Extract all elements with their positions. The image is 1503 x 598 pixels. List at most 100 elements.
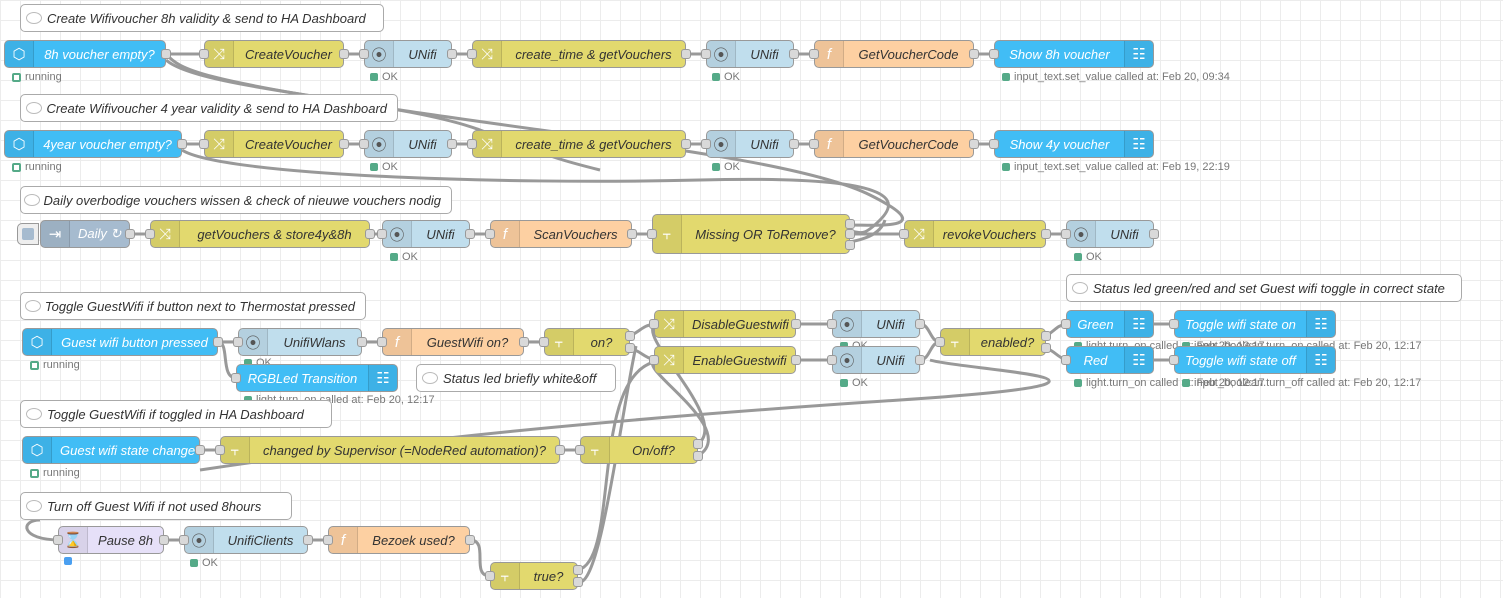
input-port[interactable]: [701, 139, 711, 149]
node-changed-by-supervisor[interactable]: ⫟ changed by Supervisor (=NodeRed automa…: [215, 436, 565, 464]
output-port[interactable]: [625, 331, 635, 341]
output-port[interactable]: [365, 229, 375, 239]
input-port[interactable]: [1061, 355, 1071, 365]
node-daily-inject[interactable]: ⇥ Daily ↻: [17, 220, 135, 248]
node-unifi-daily-2[interactable]: ⦿ UNifi: [1061, 220, 1159, 248]
node-on-switch[interactable]: ⫟ on?: [539, 328, 635, 356]
node-guest-wifi-state-change[interactable]: ⬡ Guest wifi state change: [22, 436, 205, 464]
input-port[interactable]: [575, 445, 585, 455]
inject-button[interactable]: [17, 223, 39, 245]
input-port[interactable]: [359, 49, 369, 59]
node-led-green[interactable]: Green ☷: [1061, 310, 1154, 338]
input-port[interactable]: [809, 49, 819, 59]
node-missing-or-toremove[interactable]: ⫟ Missing OR ToRemove?: [647, 214, 855, 254]
comment-toggle-button[interactable]: Toggle GuestWifi if button next to Therm…: [20, 292, 366, 320]
output-port[interactable]: [573, 565, 583, 575]
output-port[interactable]: [693, 439, 703, 449]
input-port[interactable]: [323, 535, 333, 545]
input-port[interactable]: [467, 49, 477, 59]
node-show-8h-voucher[interactable]: Show 8h voucher ☷: [989, 40, 1154, 68]
node-8h-voucher-trigger[interactable]: ⬡ 8h voucher empty?: [4, 40, 171, 68]
input-port[interactable]: [199, 139, 209, 149]
input-port[interactable]: [467, 139, 477, 149]
output-port[interactable]: [969, 139, 979, 149]
input-port[interactable]: [827, 319, 837, 329]
output-port[interactable]: [625, 343, 635, 353]
output-port[interactable]: [915, 319, 925, 329]
node-toggle-wifi-on[interactable]: Toggle wifi state on ☷: [1169, 310, 1336, 338]
node-guest-wifi-button[interactable]: ⬡ Guest wifi button pressed: [22, 328, 223, 356]
output-port[interactable]: [791, 319, 801, 329]
output-port[interactable]: [159, 535, 169, 545]
input-port[interactable]: [809, 139, 819, 149]
output-port[interactable]: [789, 49, 799, 59]
output-port[interactable]: [693, 451, 703, 461]
node-unifi-8h-2[interactable]: ⦿ UNifi: [701, 40, 799, 68]
input-port[interactable]: [899, 229, 909, 239]
input-port[interactable]: [1061, 229, 1071, 239]
node-create-voucher-8h[interactable]: ⤨ CreateVoucher: [199, 40, 349, 68]
node-enabled-switch[interactable]: ⫟ enabled?: [935, 328, 1051, 356]
input-port[interactable]: [231, 373, 241, 383]
output-port[interactable]: [1041, 343, 1051, 353]
output-port[interactable]: [1041, 331, 1051, 341]
input-port[interactable]: [359, 139, 369, 149]
node-led-red[interactable]: Red ☷: [1061, 346, 1154, 374]
node-4y-voucher-trigger[interactable]: ⬡ 4year voucher empty?: [4, 130, 187, 158]
comment-daily[interactable]: Daily overbodige vouchers wissen & check…: [20, 186, 452, 214]
output-port[interactable]: [1149, 229, 1159, 239]
output-port[interactable]: [339, 49, 349, 59]
comment-toggle-dashboard[interactable]: Toggle GuestWifi if toggled in HA Dashbo…: [20, 400, 332, 428]
input-port[interactable]: [485, 571, 495, 581]
input-port[interactable]: [215, 445, 225, 455]
input-port[interactable]: [701, 49, 711, 59]
node-unifi-enable[interactable]: ⦿ UNifi: [827, 346, 925, 374]
comment-8h-voucher[interactable]: Create Wifivoucher 8h validity & send to…: [20, 4, 384, 32]
node-create-voucher-4y[interactable]: ⤨ CreateVoucher: [199, 130, 349, 158]
input-port[interactable]: [377, 337, 387, 347]
node-disable-guestwifi[interactable]: ⤨ DisableGuestwifi: [649, 310, 801, 338]
input-port[interactable]: [827, 355, 837, 365]
node-unifi-4y-1[interactable]: ⦿ UNifi: [359, 130, 457, 158]
input-port[interactable]: [145, 229, 155, 239]
node-enable-guestwifi[interactable]: ⤨ EnableGuestwifi: [649, 346, 801, 374]
node-unifi-daily-1[interactable]: ⦿ UNifi: [377, 220, 475, 248]
node-pause-8h[interactable]: ⌛ Pause 8h: [53, 526, 169, 554]
output-port[interactable]: [339, 139, 349, 149]
node-get-vouchers-store[interactable]: ⤨ getVouchers & store4y&8h: [145, 220, 375, 248]
output-port[interactable]: [447, 49, 457, 59]
input-port[interactable]: [649, 355, 659, 365]
input-port[interactable]: [377, 229, 387, 239]
input-port[interactable]: [989, 49, 999, 59]
output-port[interactable]: [555, 445, 565, 455]
output-port[interactable]: [789, 139, 799, 149]
comment-status-led[interactable]: Status led green/red and set Guest wifi …: [1066, 274, 1462, 302]
comment-led-white[interactable]: Status led briefly white&off: [416, 364, 616, 392]
output-port[interactable]: [213, 337, 223, 347]
output-port[interactable]: [681, 139, 691, 149]
input-port[interactable]: [53, 535, 63, 545]
input-port[interactable]: [179, 535, 189, 545]
output-port[interactable]: [1041, 229, 1051, 239]
output-port[interactable]: [465, 535, 475, 545]
output-port[interactable]: [125, 229, 135, 239]
node-create-time-8h[interactable]: ⤨ create_time & getVouchers: [467, 40, 691, 68]
node-rgbled-transition[interactable]: RGBLed Transition ☷: [231, 364, 398, 392]
input-port[interactable]: [199, 49, 209, 59]
node-bezoek-used[interactable]: f Bezoek used?: [323, 526, 475, 554]
node-get-voucher-code-4y[interactable]: f GetVoucherCode: [809, 130, 979, 158]
output-port[interactable]: [519, 337, 529, 347]
comment-turn-off-8h[interactable]: Turn off Guest Wifi if not used 8hours: [20, 492, 292, 520]
output-port[interactable]: [845, 229, 855, 239]
output-port[interactable]: [195, 445, 205, 455]
node-get-voucher-code-8h[interactable]: f GetVoucherCode: [809, 40, 979, 68]
output-port[interactable]: [845, 240, 855, 250]
output-port[interactable]: [465, 229, 475, 239]
node-toggle-wifi-off[interactable]: Toggle wifi state off ☷: [1169, 346, 1336, 374]
input-port[interactable]: [1169, 319, 1179, 329]
output-port[interactable]: [447, 139, 457, 149]
input-port[interactable]: [485, 229, 495, 239]
input-port[interactable]: [935, 337, 945, 347]
output-port[interactable]: [627, 229, 637, 239]
input-port[interactable]: [989, 139, 999, 149]
